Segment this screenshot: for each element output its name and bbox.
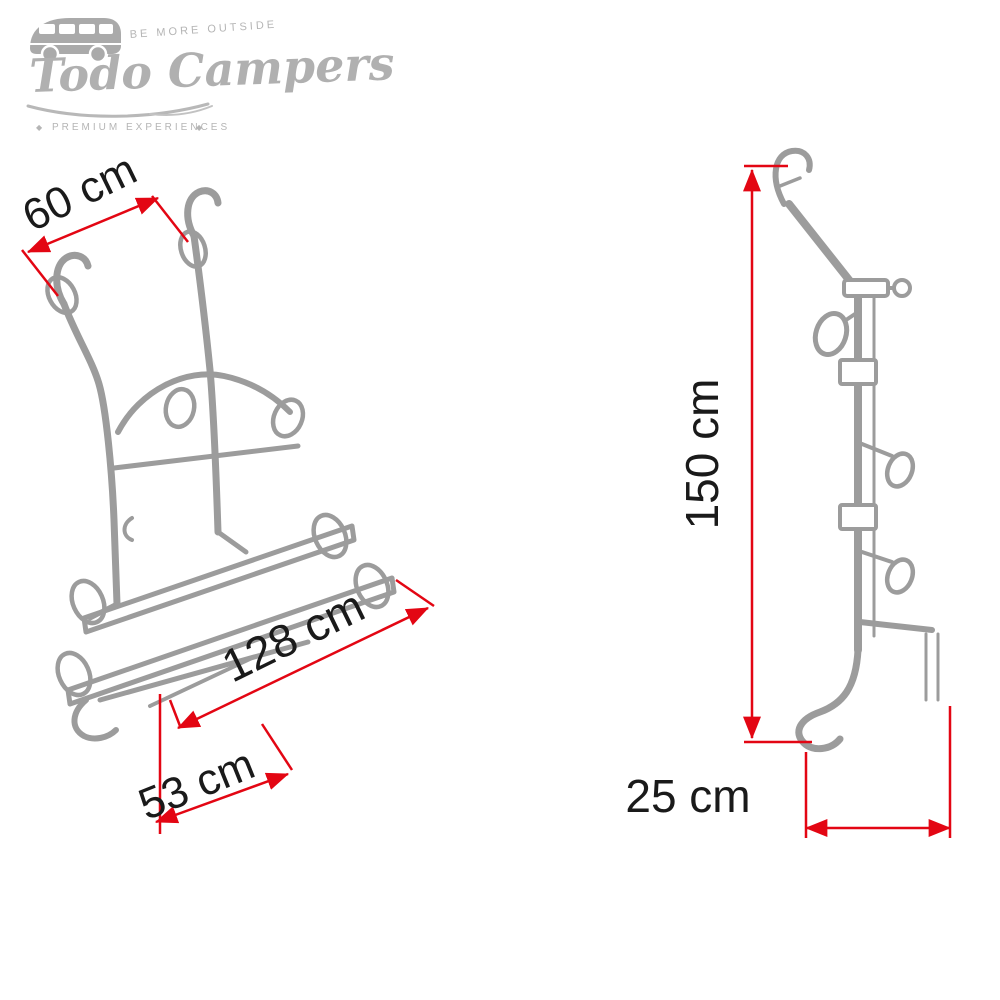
- logo-swoosh-accent: [149, 105, 213, 116]
- side-clamp-block-2: [838, 503, 878, 531]
- right-hook: [184, 187, 222, 240]
- rail-lower-strap-left: [55, 650, 93, 698]
- dim-128cm-ext-left: [168, 699, 182, 727]
- side-strap-loop-top-left: [812, 310, 850, 358]
- dim-53cm-ext-right: [260, 723, 294, 771]
- side-loop-arm-top: [844, 310, 860, 322]
- wheel-rail-upper: [81, 523, 357, 635]
- side-diagonal-tube: [785, 200, 861, 294]
- dim-60cm-ext-right: [151, 195, 189, 243]
- side-strap-loop-b: [884, 557, 916, 595]
- small-clip: [122, 516, 134, 542]
- dim-150cm-label: 150 cm: [676, 379, 728, 530]
- van-icon: [30, 18, 121, 64]
- side-foot: [795, 646, 862, 753]
- right-strap-clamp: [178, 229, 208, 269]
- side-holder-arm-a: [860, 442, 894, 458]
- logo-swoosh: [26, 102, 210, 118]
- left-strap-clamp: [45, 274, 79, 316]
- side-bottom-arm: [857, 619, 935, 633]
- side-hook-strap: [778, 176, 802, 188]
- cross-arc: [115, 371, 293, 435]
- dim-53cm-label: 53 cm: [132, 739, 261, 829]
- side-clamp-block-1: [838, 358, 878, 386]
- dim-128cm-label: 128 cm: [214, 579, 372, 692]
- rail-lower-strap-right: [353, 562, 391, 610]
- side-holder-arm-b: [860, 550, 894, 564]
- side-view-drawing: [772, 147, 940, 753]
- left-foot: [71, 697, 119, 742]
- side-strap-loop-a: [884, 451, 916, 489]
- left-tube: [60, 300, 121, 608]
- arc-strap-clamp-right: [270, 397, 306, 439]
- rail-upper-strap-right: [311, 512, 349, 560]
- front-view-dimensions: [21, 195, 435, 834]
- dim-60cm-label: 60 cm: [15, 145, 144, 242]
- left-tube-connector: [87, 601, 120, 621]
- logo-tagline-top: BE MORE OUTSIDE: [129, 19, 277, 41]
- right-tube: [190, 232, 222, 536]
- brand-name: Todo Campers: [28, 36, 395, 103]
- side-hook: [772, 147, 813, 207]
- brand-logo: BE MORE OUTSIDE Todo Campers ◆ PREMIUM E…: [26, 18, 395, 133]
- diamond-icon: ◆: [36, 123, 45, 132]
- left-hook: [53, 251, 92, 308]
- logo-tagline-bottom: PREMIUM EXPERIENCES: [52, 122, 230, 133]
- right-tube-connector: [215, 529, 249, 555]
- dim-25cm-label: 25 cm: [625, 770, 750, 822]
- dim-128cm-ext-right: [395, 578, 435, 608]
- arc-strap-clamp-left: [163, 386, 197, 430]
- side-view-dimensions: [743, 164, 952, 838]
- cross-bar: [111, 443, 301, 471]
- dim-60cm-ext-left: [21, 249, 59, 297]
- side-arm-posts: [924, 632, 940, 702]
- dim-128cm-line: [176, 606, 430, 730]
- diamond-icon: ◆: [196, 123, 205, 132]
- side-clamp-knob: [892, 278, 912, 298]
- rail-upper-strap-left: [69, 578, 107, 626]
- dim-60cm-line: [26, 196, 160, 254]
- side-top-clamp: [842, 278, 890, 298]
- dim-53cm-line: [154, 772, 290, 824]
